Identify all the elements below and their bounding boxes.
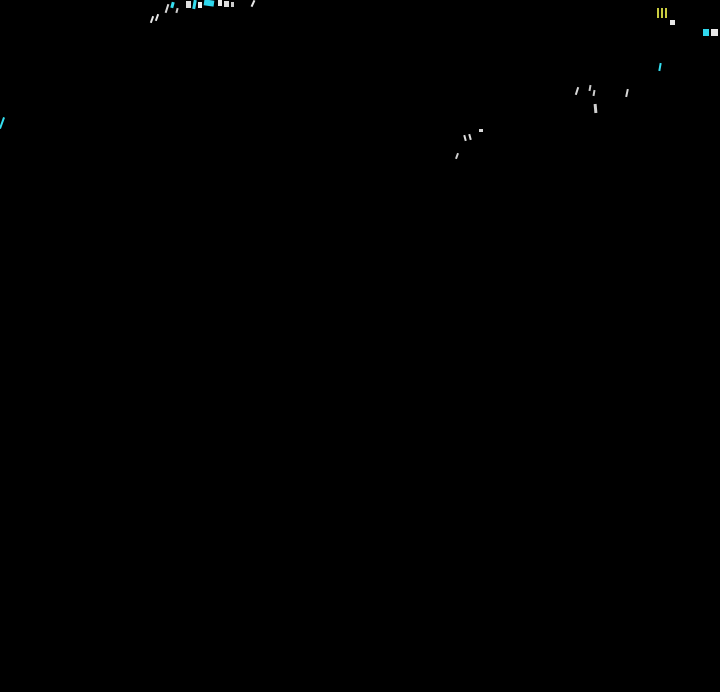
speck-19 <box>711 29 718 36</box>
speck-30 <box>0 117 5 129</box>
speck-9 <box>203 0 215 7</box>
speck-8 <box>198 2 202 8</box>
speck-26 <box>463 134 467 142</box>
speck-25 <box>625 88 629 98</box>
speck-22 <box>588 84 592 92</box>
speck-5 <box>175 7 179 14</box>
speck-6 <box>186 1 191 8</box>
speck-23 <box>592 89 596 97</box>
speck-27 <box>468 133 472 141</box>
speck-24 <box>593 103 598 114</box>
speck-13 <box>250 0 256 8</box>
speck-15 <box>661 8 663 18</box>
speck-21 <box>574 86 580 96</box>
speck-3 <box>164 3 170 14</box>
speck-18 <box>703 29 709 36</box>
speck-17 <box>670 20 675 25</box>
speck-1 <box>149 15 155 24</box>
speck-16 <box>665 8 667 18</box>
speck-2 <box>154 13 160 22</box>
speck-11 <box>224 1 229 7</box>
speck-4 <box>170 1 175 9</box>
speck-14 <box>657 8 659 18</box>
speck-12 <box>231 2 234 7</box>
speck-29 <box>455 152 459 160</box>
speck-20 <box>658 62 662 72</box>
speck-7 <box>192 0 197 10</box>
speck-10 <box>218 0 222 6</box>
speck-28 <box>479 129 483 132</box>
